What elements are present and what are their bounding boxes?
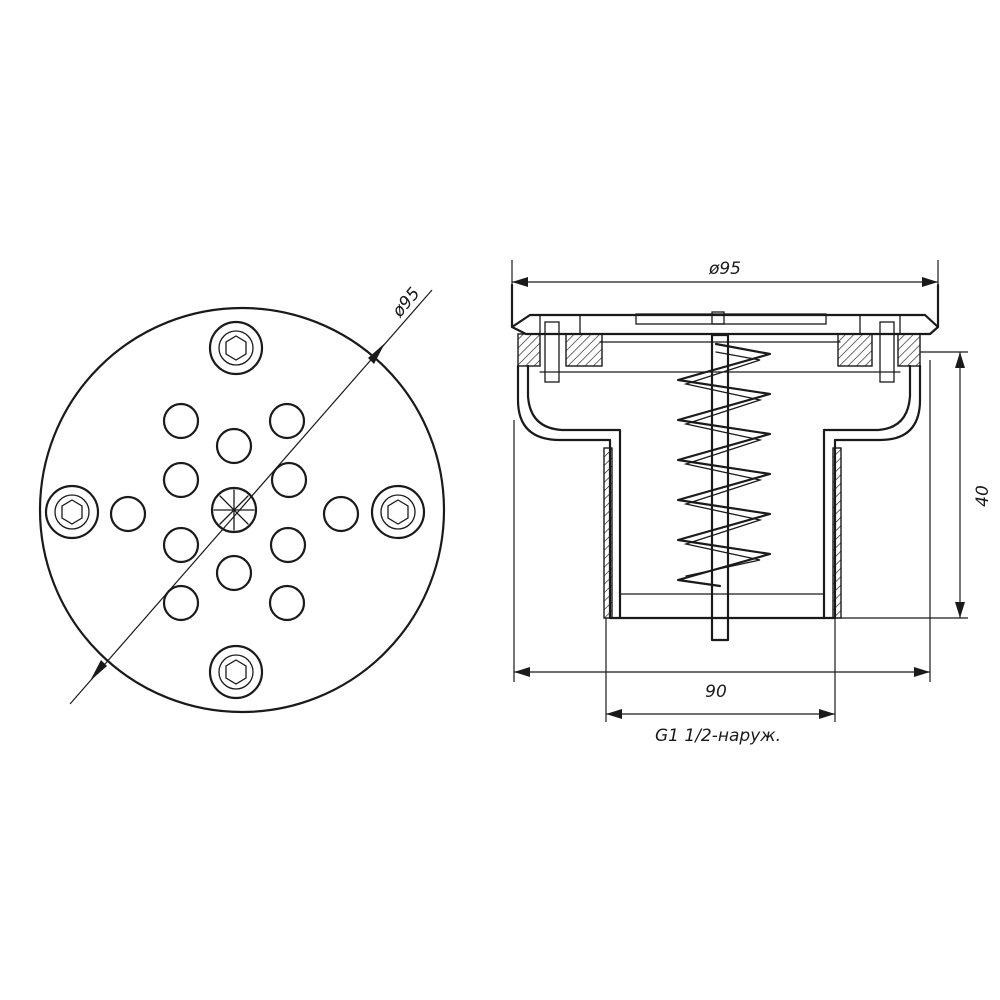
bowl-right	[833, 364, 922, 620]
pipe-wall-left	[603, 447, 613, 619]
side-view: ø95 90 40 G1 1/2-наруж.	[510, 259, 993, 746]
flange-top	[510, 313, 940, 329]
height-dimension: 40	[835, 351, 993, 619]
spring-rod	[710, 333, 730, 642]
bowl-left	[516, 364, 612, 620]
drain-hole	[322, 495, 360, 533]
pipe-wall-right	[832, 447, 842, 619]
thread-label: G1 1/2-наруж.	[655, 726, 781, 746]
seal-block	[517, 333, 541, 367]
bolt-left	[544, 321, 560, 383]
drain-hole	[268, 584, 306, 622]
body-width-dimension: 90	[513, 360, 931, 702]
thread-dimension: G1 1/2-наруж.	[605, 618, 836, 746]
bowl-right-inner	[822, 364, 912, 620]
drain-hole	[215, 427, 253, 465]
seal-block	[837, 333, 873, 367]
drain-hole	[162, 402, 200, 440]
top-diameter-label: ø95	[388, 284, 425, 322]
bolt-right	[879, 321, 895, 383]
drain-hole	[215, 554, 253, 592]
drain-hole	[270, 461, 308, 499]
top-view: ø95	[38, 284, 446, 714]
mounting-screw-left	[44, 484, 100, 540]
drain-hole	[269, 526, 307, 564]
body-width-label: 90	[705, 682, 727, 702]
height-label: 40	[973, 485, 993, 507]
drain-hole	[162, 584, 200, 622]
mounting-screw-top	[208, 320, 264, 376]
flange-outline	[510, 283, 940, 336]
spring	[676, 342, 772, 588]
side-top-diameter-dimension: ø95	[511, 259, 939, 300]
drain-hole	[268, 402, 306, 440]
seal-block	[897, 333, 921, 367]
center-star-mark	[210, 486, 258, 534]
drain-holes	[109, 402, 360, 622]
drain-hole	[162, 526, 200, 564]
seal-block	[565, 333, 603, 367]
drain-hole	[162, 461, 200, 499]
top-diameter-dimension: ø95	[69, 284, 433, 705]
bowl-left-inner	[526, 364, 622, 620]
grate-outline	[38, 306, 446, 714]
grate-plate	[635, 313, 827, 325]
side-top-diameter-label: ø95	[708, 259, 741, 279]
mounting-screw-bottom	[208, 644, 264, 700]
mounting-screw-right	[370, 484, 426, 540]
drain-hole	[109, 495, 147, 533]
